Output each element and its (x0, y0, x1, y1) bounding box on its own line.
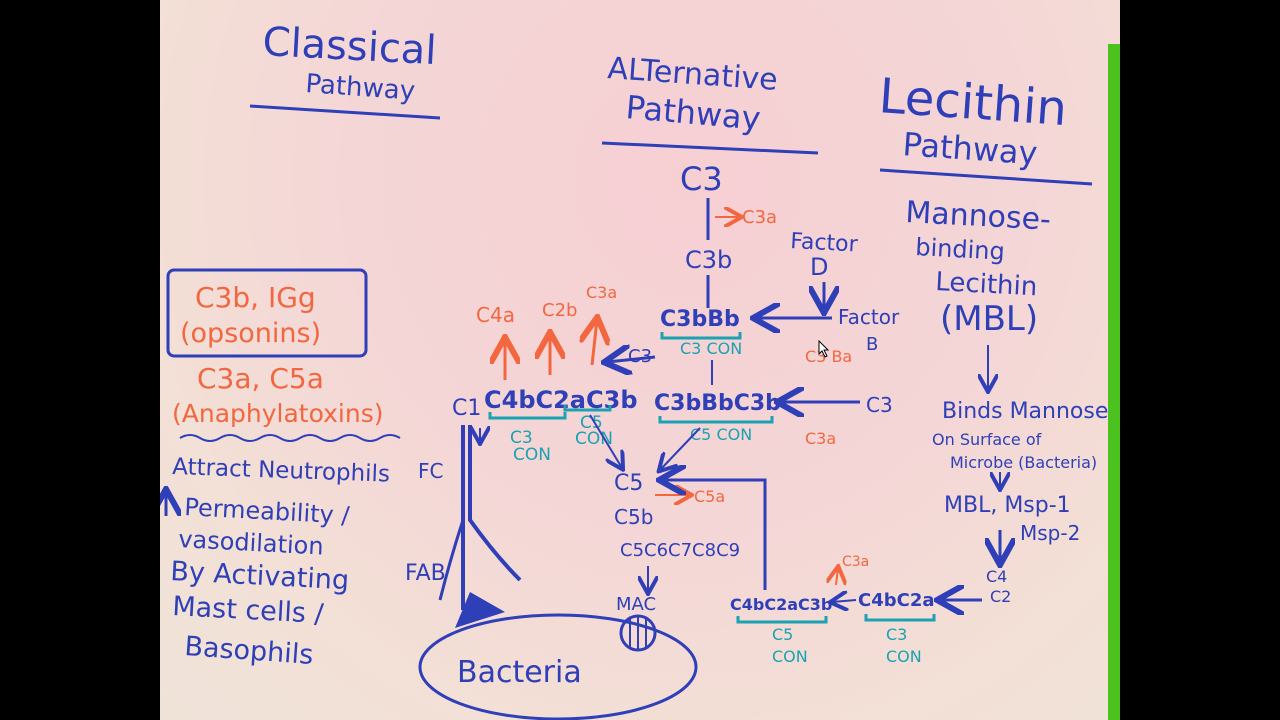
classical-c3-input: C3 (628, 346, 652, 367)
alt-c3a: C3a (742, 207, 777, 228)
factor-d-line2: D (810, 253, 828, 281)
lectin-c3-con-line1: C3 (886, 625, 907, 644)
bacteria-cell (418, 613, 698, 720)
opsonins-line1: C3b, IGg (195, 281, 316, 314)
c3a-product: C3a (586, 283, 617, 302)
alternative-pathway-header: ALTernative Pathway (601, 51, 819, 155)
classical-title-line2: Pathway (305, 69, 417, 107)
effect-line5: Mast cells / (172, 591, 326, 630)
classical-underline (249, 104, 441, 120)
pathway-diagram: Classical Pathway ALTernative Pathway Le… (160, 19, 1108, 720)
effect-line1: Attract Neutrophils (172, 454, 391, 488)
msp-line2: Msp-2 (1020, 521, 1080, 545)
c1-label: C1 (452, 396, 481, 421)
fc-label: FC (418, 459, 443, 483)
lecithin-title-line1: Lecithin (877, 68, 1069, 137)
alternative-title-line2: Pathway (624, 88, 762, 138)
effects-list: Attract Neutrophils Permeability / vasod… (166, 454, 390, 671)
anaphylatoxins-line1: C3a, C5a (197, 362, 324, 395)
factor-b-line1: Factor (838, 305, 900, 329)
alt-c3-input: C3 (866, 393, 893, 417)
classical-title-line1: Classical (261, 19, 437, 74)
c5-label: C5 (614, 471, 643, 496)
opsonins-line2: (opsonins) (180, 318, 321, 349)
c4a-product: C4a (476, 303, 515, 327)
board-frame-edge (1108, 44, 1120, 720)
whiteboard: Classical Pathway ALTernative Pathway Le… (160, 0, 1120, 720)
c5b-label: C5b (614, 505, 653, 529)
effect-line2: Permeability / (184, 493, 351, 530)
msp-line1: MBL, Msp-1 (944, 493, 1071, 518)
lectin-to-c5-arrow (662, 480, 767, 590)
lectin-c5-con-line2: CON (772, 647, 808, 666)
alternative-underline (601, 141, 819, 155)
mannose-line3: Lecithin (935, 267, 1038, 302)
c5a-label: C5a (694, 487, 725, 506)
bacteria-label: Bacteria (457, 655, 582, 690)
lectin-c4bc2ac3b: C4bC2aC3b (730, 595, 832, 614)
alt-c3: C3 (680, 160, 723, 198)
lectin-c4bc2a: C4bC2a (858, 590, 935, 611)
alt-c3a-out: C3a (805, 429, 836, 448)
binds-line3: Microbe (Bacteria) (950, 453, 1097, 472)
factor-b-line2: B (866, 334, 878, 355)
classical-c3-con-line2: CON (513, 445, 551, 465)
alt-c3bbb: C3bBb (660, 307, 740, 332)
mouse-cursor-icon (818, 340, 830, 358)
opsonins-box (166, 268, 368, 358)
lecithin-underline (879, 168, 1093, 186)
antibody: FC FAB C1 (405, 396, 522, 628)
effect-line6: Basophils (184, 631, 315, 671)
classical-pathway-header: Classical Pathway (249, 19, 441, 120)
mac-label: MAC (616, 594, 656, 615)
effect-line3: vasodilation (178, 525, 325, 561)
classical-c3-con-line1: C3 (510, 428, 533, 448)
c2b-product: C2b (542, 300, 577, 321)
binds-line2: On Surface of (932, 430, 1042, 449)
alt-c3-con: C3 CON (680, 339, 742, 358)
mannose-line1: Mannose- (905, 195, 1052, 238)
factor-b-products: C3 Ba (805, 347, 852, 366)
binds-line1: Binds Mannose (942, 399, 1108, 424)
anaphylatoxins-squiggle (179, 434, 401, 442)
c5c6c7c8c9-label: C5C6C7C8C9 (620, 540, 740, 561)
effect-line4: By Activating (170, 556, 350, 596)
lectin-c2: C2 (990, 587, 1011, 606)
antigen-binding-site (455, 592, 505, 628)
lecithin-title-line2: Pathway (901, 125, 1038, 172)
anaphylatoxins-line2: (Anaphylatoxins) (172, 399, 384, 428)
alt-c3b: C3b (685, 246, 732, 274)
lectin-c3-con-line2: CON (886, 647, 922, 666)
mac-pore-icon (619, 614, 657, 652)
mbl-label: (MBL) (940, 299, 1038, 339)
lectin-c3a: C3a (842, 554, 869, 570)
fab-label: FAB (405, 561, 446, 586)
classical-convertase-label: C4bC2aC3b (484, 386, 638, 414)
lectin-c4: C4 (986, 567, 1007, 586)
mannose-line2: binding (915, 233, 1006, 266)
classical-c5-con-line2: CON (575, 429, 613, 449)
factor-d-line1: Factor (790, 229, 860, 258)
alt-c3bbbc3b: C3bBbC3b (654, 391, 781, 416)
lecithin-pathway-header: Lecithin Pathway (877, 68, 1093, 186)
lectin-c5-con-line1: C5 (772, 625, 793, 644)
alt-c5-con: C5 CON (690, 425, 752, 444)
